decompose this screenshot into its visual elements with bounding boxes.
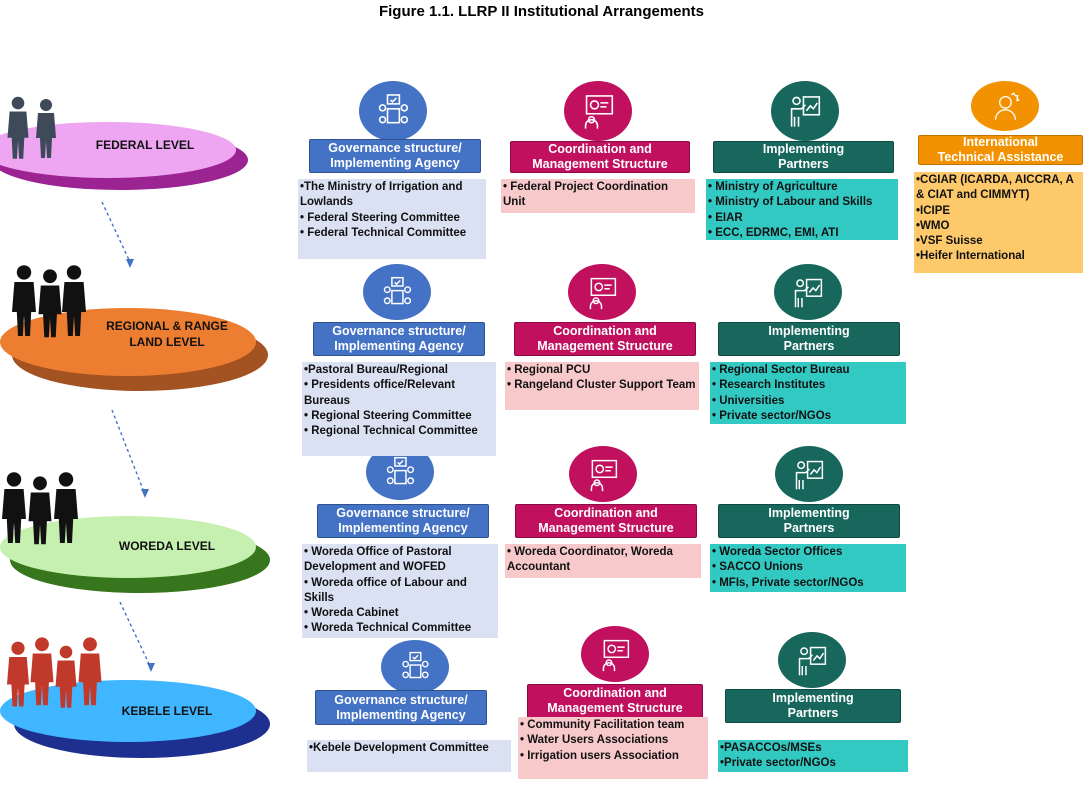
meeting-icon: [359, 81, 427, 141]
figure-title: Figure 1.1. LLRP II Institutional Arrang…: [378, 3, 705, 20]
federal-governance-header: Governance structure/Implementing Agency: [309, 139, 481, 173]
meeting-icon: [381, 640, 449, 694]
presentation-icon: [564, 81, 632, 141]
kebele-coordination-list: • Community Facilitation team• Water Use…: [518, 717, 708, 779]
presentation-icon: [581, 626, 649, 682]
woreda-level-ellipse: [0, 516, 270, 593]
federal-governance-list: •The Ministry of Irrigation and Lowlands…: [298, 179, 486, 259]
trainer-icon: [775, 446, 843, 502]
meeting-icon: [363, 264, 431, 320]
trainer-icon: [778, 632, 846, 688]
kebele-level-label: KEBELE LEVEL: [121, 704, 213, 718]
level-arrows: [101, 201, 151, 667]
regional-governance-list: •Pastoral Bureau/Regional• Presidents of…: [302, 362, 496, 456]
regional-coordination-list: • Regional PCU• Rangeland Cluster Suppor…: [505, 362, 699, 410]
kebele-implementing-list: •PASACCOs/MSEs•Private sector/NGOs: [718, 740, 908, 772]
woreda-level-label: WOREDA LEVEL: [118, 539, 216, 553]
federal-coordination-list: • Federal Project Coordination Unit: [501, 179, 695, 213]
regional-level-ellipse: [0, 308, 268, 391]
federal-implementing-list: • Ministry of Agriculture• Ministry of L…: [706, 179, 898, 240]
woreda-governance-list: • Woreda Office of Pastoral Development …: [302, 544, 498, 638]
federal-level-ellipse: [0, 122, 248, 190]
regional-governance-header: Governance structure/Implementing Agency: [313, 322, 485, 356]
kebele-governance-list: •Kebele Development Committee: [307, 740, 511, 772]
expert-icon: [971, 81, 1039, 131]
international-assistance-list: •CGIAR (ICARDA, AICCRA, A & CIAT and CIM…: [914, 172, 1083, 273]
woreda-implementing-list: • Woreda Sector Offices• SACCO Unions• M…: [710, 544, 906, 592]
trainer-icon: [771, 81, 839, 141]
regional-people-icon: [12, 265, 86, 338]
federal-level-label: FEDERAL LEVEL: [95, 138, 195, 152]
woreda-governance-header: Governance structure/Implementing Agency: [317, 504, 489, 538]
trainer-icon: [774, 264, 842, 320]
kebele-governance-header: Governance structure/Implementing Agency: [315, 690, 487, 725]
regional-implementing-list: • Regional Sector Bureau• Research Insti…: [710, 362, 906, 424]
presentation-icon: [568, 264, 636, 320]
woreda-coordination-list: • Woreda Coordinator, Woreda Accountant: [505, 544, 701, 578]
regional-level-label: REGIONAL & RANGE LAND LEVEL: [106, 319, 228, 349]
levels-graphic: [0, 96, 270, 758]
presentation-icon: [569, 446, 637, 502]
